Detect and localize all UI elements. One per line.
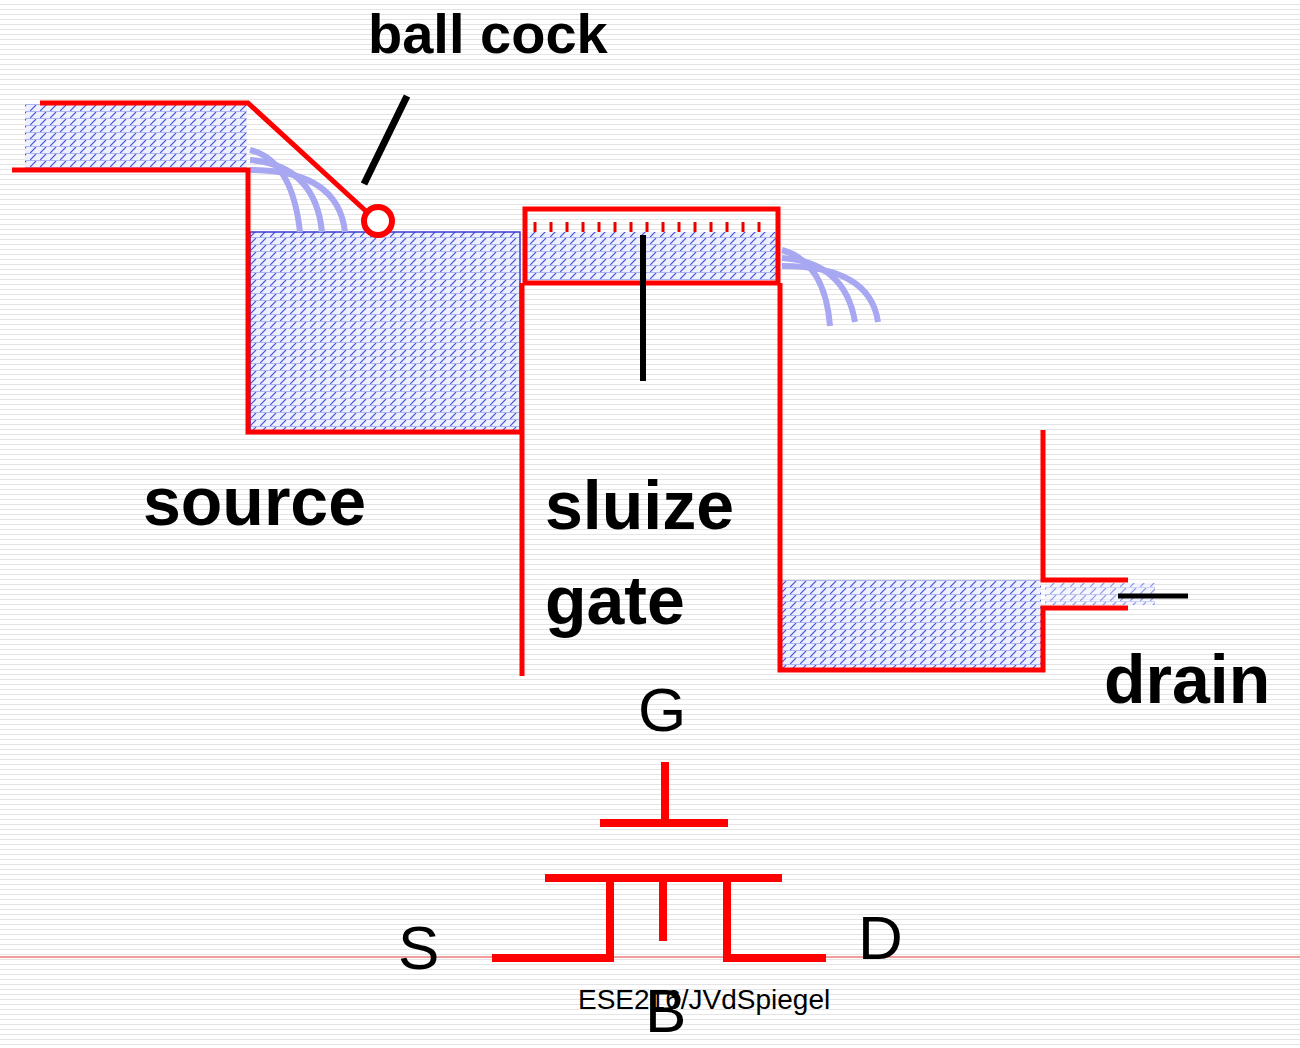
ball-cock-float (364, 207, 392, 235)
pin-name: D (858, 902, 903, 973)
pin-name: G (638, 674, 686, 745)
gate-water (527, 232, 777, 280)
footer-rule (0, 957, 1300, 958)
tank-walls (12, 103, 1128, 676)
part-label: drain (1104, 640, 1270, 718)
drain-pointer (1118, 594, 1188, 599)
part-label: source (143, 462, 366, 540)
drain-water (781, 580, 1041, 668)
part-label: ball cock (368, 2, 608, 66)
footer-note: ESE216/JVdSpiegel (578, 984, 830, 1016)
supply-water (25, 104, 247, 169)
source-water (250, 232, 520, 432)
pin-name: S (398, 912, 439, 983)
part-label: sluize gate (545, 458, 785, 648)
mosfet-symbol (492, 762, 826, 958)
gate-rod (640, 235, 646, 381)
falling-water (250, 150, 878, 326)
pin-name: B (645, 975, 686, 1046)
leader-line (364, 96, 407, 184)
